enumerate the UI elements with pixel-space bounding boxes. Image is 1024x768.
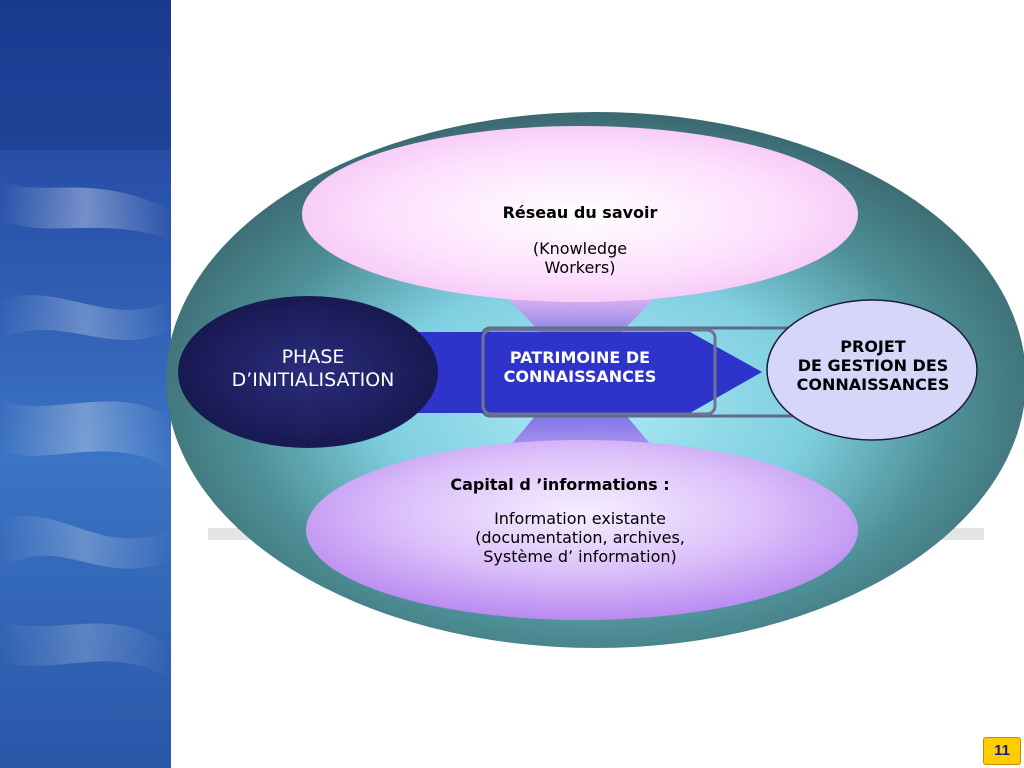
reseau-ellipse (302, 126, 858, 302)
patrimoine-label: PATRIMOINE DE CONNAISSANCES (503, 348, 657, 387)
patrimoine-box (481, 328, 717, 416)
patrimoine-arrow (400, 332, 762, 413)
phase-ellipse (178, 296, 438, 448)
projet-label: PROJET DE GESTION DES CONNAISSANCES (796, 337, 950, 395)
page-number-badge: 11 (983, 737, 1021, 765)
side-decoration-panel (0, 0, 171, 768)
capital-ellipse (306, 440, 858, 620)
capital-title: Capital d ’informations : (450, 475, 670, 494)
reseau-title: Réseau du savoir (502, 203, 658, 222)
projet-ellipse (766, 299, 978, 441)
water-texture-image (0, 0, 171, 768)
phase-label: PHASE D’INITIALISATION (231, 346, 395, 391)
reseau-subtitle: (Knowledge Workers) (532, 239, 628, 278)
capital-subtitle: Information existante (documentation, ar… (475, 509, 685, 567)
